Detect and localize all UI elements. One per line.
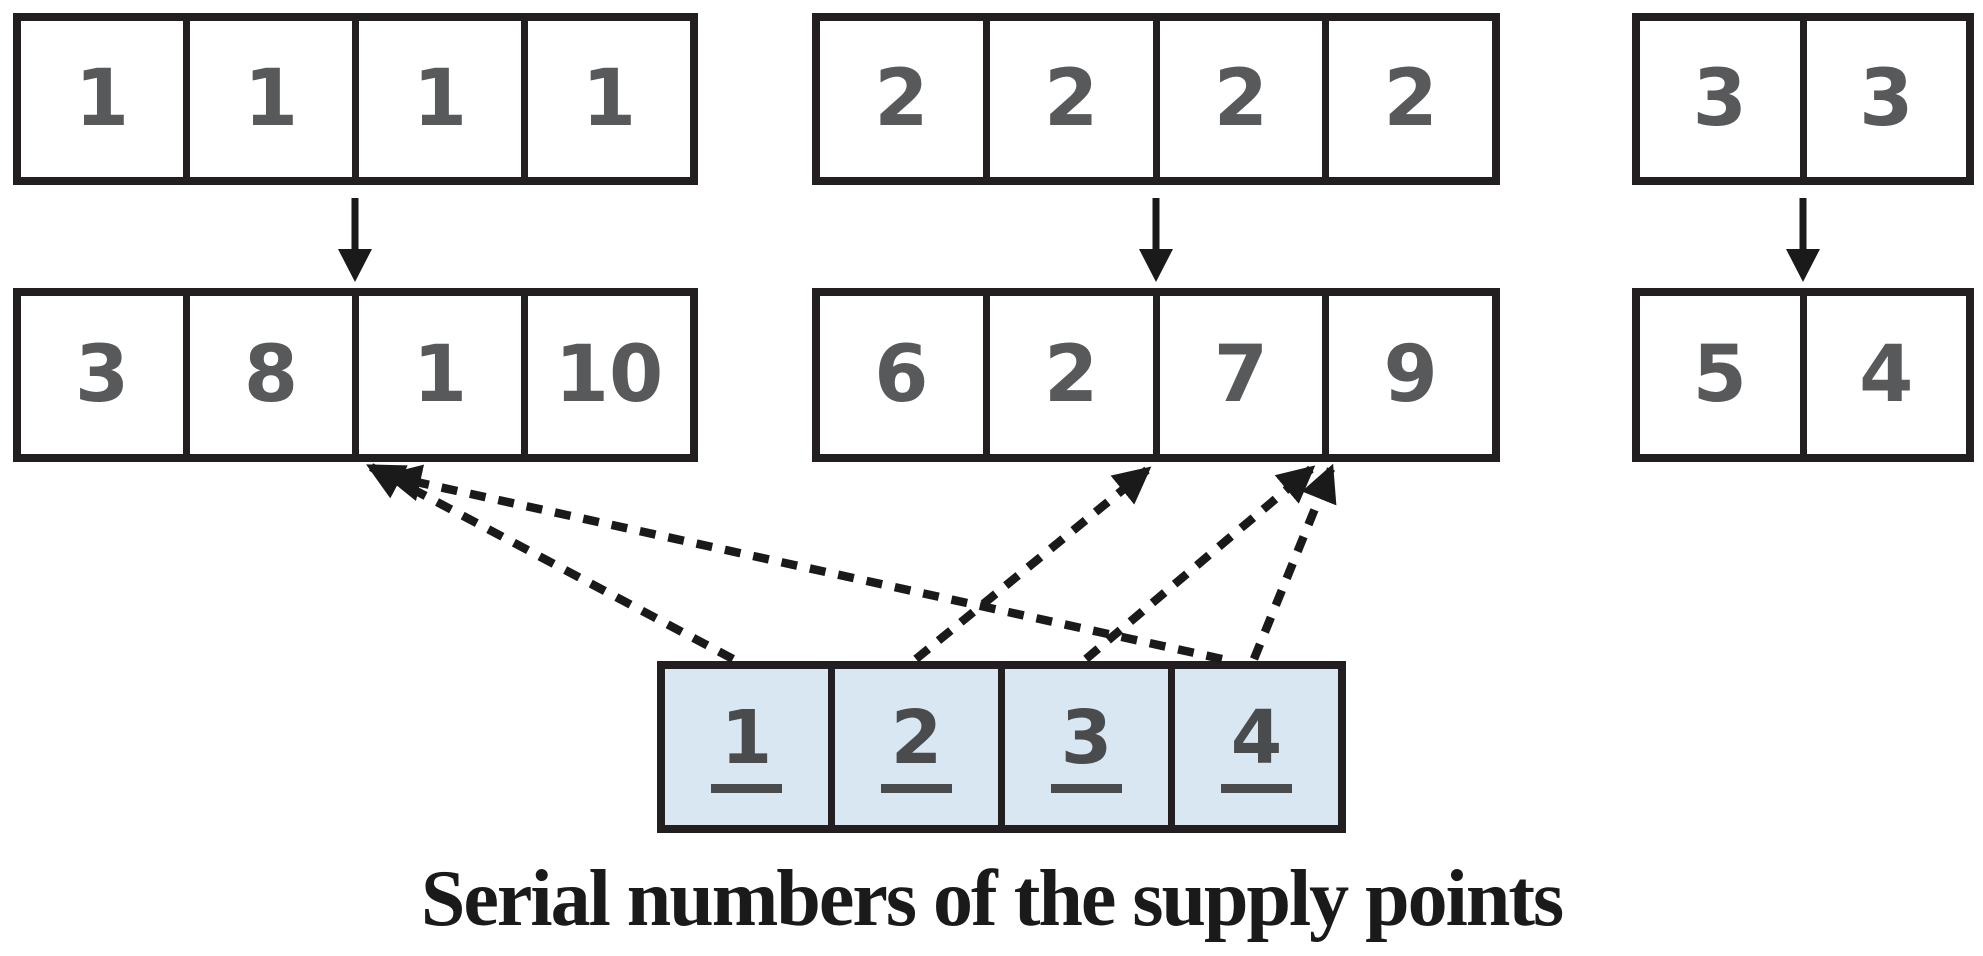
bottom-group-3-value-2: 4 (1859, 330, 1914, 420)
bottom-group-1-cell-2: 8 (183, 296, 352, 454)
bottom-group-1-cell-4: 10 (521, 296, 690, 454)
top-group-2-value-2: 2 (1043, 54, 1099, 144)
supply-point-3-label: 3 (1050, 701, 1123, 793)
top-group-1-value-4: 1 (581, 54, 637, 144)
dashed-arrow-supply-point-3-to-bottom-group-2-boundary-7-9 (1083, 465, 1316, 663)
bottom-group-2-cell-4: 9 (1322, 296, 1492, 454)
top-group-1-cell-4: 1 (521, 21, 690, 177)
top-group-2-cell-2: 2 (982, 21, 1153, 177)
bottom-group-1-value-3: 1 (412, 330, 468, 420)
bottom-group-1: 3 8 1 10 (13, 288, 698, 462)
bottom-group-1-value-1: 3 (74, 330, 130, 420)
supply-point-1-label: 1 (710, 701, 783, 793)
bottom-group-3-cell-1: 5 (1640, 296, 1800, 454)
supply-points-row-cell-1: 1 (665, 669, 828, 825)
down-arrow-group-1 (338, 198, 372, 282)
top-group-1-cell-2: 1 (183, 21, 352, 177)
dashed-arrow-supply-point-2-to-bottom-group-2-boundary-2-7 (913, 466, 1152, 663)
top-group-2-value-3: 2 (1213, 54, 1269, 144)
top-group-1-value-1: 1 (74, 54, 130, 144)
top-group-1-value-2: 1 (243, 54, 299, 144)
bottom-group-3-value-1: 5 (1692, 330, 1747, 420)
down-arrow-group-3 (1786, 198, 1820, 282)
top-group-3-value-2: 3 (1859, 54, 1914, 144)
bottom-group-2: 6 2 7 9 (812, 288, 1500, 462)
bottom-group-2-value-4: 9 (1383, 330, 1438, 420)
top-group-2-cell-1: 2 (820, 21, 983, 177)
bottom-group-1-value-2: 8 (243, 330, 299, 420)
supply-points-row-cell-2: 2 (828, 669, 998, 825)
top-group-1-cell-1: 1 (21, 21, 183, 177)
bottom-group-1-cell-1: 3 (21, 296, 183, 454)
bottom-group-2-cell-3: 7 (1152, 296, 1323, 454)
top-group-1: 1 1 1 1 (13, 13, 698, 185)
top-group-2-value-4: 2 (1383, 54, 1438, 144)
supply-points-row: 1 2 3 4 (657, 661, 1346, 833)
bottom-group-1-value-4: 10 (554, 330, 664, 420)
bottom-group-2-value-3: 7 (1213, 330, 1269, 420)
bottom-group-2-cell-1: 6 (820, 296, 983, 454)
bottom-group-2-cell-2: 2 (982, 296, 1153, 454)
bottom-group-1-cell-3: 1 (352, 296, 521, 454)
caption: Serial numbers of the supply points (420, 855, 1564, 943)
bottom-group-2-value-2: 2 (1043, 330, 1099, 420)
dashed-arrow-supply-point-1-to-bottom-group-1-cell-1 (366, 463, 735, 663)
supply-point-4-label: 4 (1220, 701, 1293, 793)
supply-points-row-cell-4: 4 (1168, 669, 1338, 825)
top-group-2: 2 2 2 2 (812, 13, 1500, 185)
down-arrow-group-2 (1139, 198, 1173, 282)
dashed-arrow-supply-point-4-to-bottom-group-2-boundary-7-9 (1250, 463, 1337, 661)
top-group-1-value-3: 1 (412, 54, 468, 144)
bottom-group-2-value-1: 6 (874, 330, 929, 420)
supply-points-row-cell-3: 3 (998, 669, 1168, 825)
top-group-3-cell-1: 3 (1640, 21, 1800, 177)
top-group-3-cell-2: 3 (1799, 21, 1967, 177)
top-group-2-value-1: 2 (874, 54, 929, 144)
top-group-2-cell-4: 2 (1322, 21, 1492, 177)
top-group-1-cell-3: 1 (352, 21, 521, 177)
supply-point-2-label: 2 (880, 701, 953, 793)
top-group-2-cell-3: 2 (1152, 21, 1323, 177)
bottom-group-3-cell-2: 4 (1799, 296, 1967, 454)
dashed-arrow-supply-point-4-to-bottom-group-1-cell-1 (383, 464, 1223, 664)
top-group-3-value-1: 3 (1692, 54, 1747, 144)
